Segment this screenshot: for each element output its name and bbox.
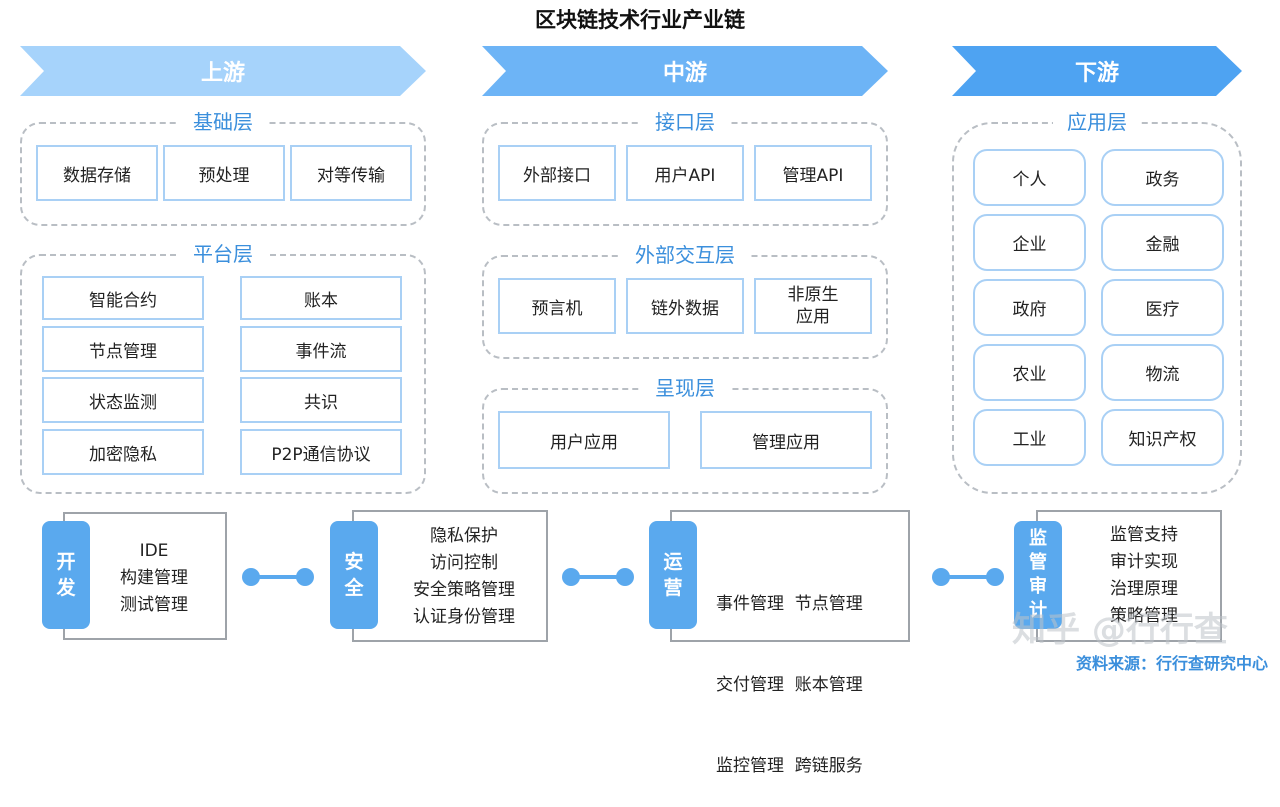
connector <box>242 568 314 586</box>
application-layer-item: 工业 <box>973 409 1086 466</box>
dev-box <box>63 512 227 640</box>
application-layer-item: 金融 <box>1101 214 1224 271</box>
stage-label: 中游 <box>662 61 707 86</box>
platform-layer-item: 共识 <box>240 377 402 423</box>
platform-layer-item: 节点管理 <box>42 326 204 372</box>
audit-lines: 监管支持 审计实现 治理原理 策略管理 <box>1074 522 1214 630</box>
bottom-line: 监控管理 跨链服务 <box>716 756 863 776</box>
group-label: 接口层 <box>641 110 729 134</box>
presentation-layer-group: 呈现层 <box>482 376 888 494</box>
stage-arrow-upstream: 上游 <box>20 46 426 96</box>
stage-arrow-midstream: 中游 <box>482 46 888 96</box>
application-layer-group: 应用层 <box>952 110 1242 494</box>
group-label: 呈现层 <box>641 376 729 400</box>
base-layer-group: 基础层 <box>20 110 426 226</box>
bottom-line: 事件管理 节点管理 <box>716 594 863 614</box>
dev-lines: IDE 构建管理 测试管理 <box>98 538 210 619</box>
bottom-line: 访问控制 <box>430 553 498 573</box>
platform-layer-item: 状态监测 <box>42 377 204 423</box>
platform-layer-item: 加密隐私 <box>42 429 204 475</box>
group-label: 外部交互层 <box>621 243 749 267</box>
bottom-line: 交付管理 账本管理 <box>716 675 863 695</box>
bottom-line: 隐私保护 <box>430 526 498 546</box>
security-box <box>352 510 548 642</box>
interface-layer-item: 用户API <box>626 145 744 201</box>
security-lines: 隐私保护 访问控制 安全策略管理 认证身份管理 <box>388 523 540 631</box>
application-layer-item: 政务 <box>1101 149 1224 206</box>
interface-layer-item: 管理API <box>754 145 872 201</box>
base-layer-item: 数据存储 <box>36 145 158 201</box>
page-title: 区块链技术行业产业链 <box>535 8 745 32</box>
stage-arrow-downstream: 下游 <box>952 46 1242 96</box>
bottom-line: 治理原理 <box>1110 579 1178 599</box>
base-layer-item: 对等传输 <box>290 145 412 201</box>
platform-layer-item: 智能合约 <box>42 276 204 320</box>
bottom-line: 认证身份管理 <box>413 607 515 627</box>
source-note: 资料来源：行行查研究中心 <box>1075 654 1268 673</box>
platform-layer-item: 事件流 <box>240 326 402 372</box>
application-layer-item: 个人 <box>973 149 1086 206</box>
application-layer-item: 物流 <box>1101 344 1224 401</box>
bottom-line: 监管支持 <box>1110 525 1178 545</box>
platform-layer-group: 平台层 <box>20 242 426 494</box>
group-label: 平台层 <box>179 242 267 266</box>
interaction-layer-item: 预言机 <box>498 278 616 334</box>
group-label: 基础层 <box>179 110 267 134</box>
audit-tab: 监 管 审 计 <box>1014 521 1062 629</box>
watermark: 知乎 @行行查 <box>1012 610 1228 650</box>
connector <box>932 568 1004 586</box>
interaction-layer-group: 外部交互层 <box>482 243 888 359</box>
application-layer-item: 政府 <box>973 279 1086 336</box>
platform-layer-item: P2P通信协议 <box>240 429 402 475</box>
presentation-layer-item: 用户应用 <box>498 411 670 469</box>
application-layer-item: 医疗 <box>1101 279 1224 336</box>
group-label: 应用层 <box>1053 110 1141 134</box>
application-layer-item: 企业 <box>973 214 1086 271</box>
stage-label: 上游 <box>200 61 245 86</box>
interface-layer-group: 接口层 <box>482 110 888 226</box>
presentation-layer-item: 管理应用 <box>700 411 872 469</box>
application-layer-item: 知识产权 <box>1101 409 1224 466</box>
bottom-line: 安全策略管理 <box>413 580 515 600</box>
bottom-line: 审计实现 <box>1110 552 1178 572</box>
bottom-line: 测试管理 <box>120 595 188 615</box>
operations-tab: 运 营 <box>649 521 697 629</box>
operations-box <box>670 510 910 642</box>
interface-layer-item: 外部接口 <box>498 145 616 201</box>
bottom-line: 构建管理 <box>120 568 188 588</box>
bottom-line: 策略管理 <box>1110 606 1178 626</box>
security-tab: 安 全 <box>330 521 378 629</box>
interaction-layer-item: 链外数据 <box>626 278 744 334</box>
stage-label: 下游 <box>1074 61 1119 86</box>
connector <box>562 568 634 586</box>
application-layer-item: 农业 <box>973 344 1086 401</box>
operations-lines: 事件管理 节点管理 交付管理 账本管理 监控管理 跨链服务 <box>716 537 898 807</box>
platform-layer-item: 账本 <box>240 276 402 320</box>
bottom-line: IDE <box>139 541 169 561</box>
base-layer-item: 预处理 <box>163 145 285 201</box>
dev-tab: 开 发 <box>42 521 90 629</box>
interaction-layer-item: 非原生 应用 <box>754 278 872 334</box>
